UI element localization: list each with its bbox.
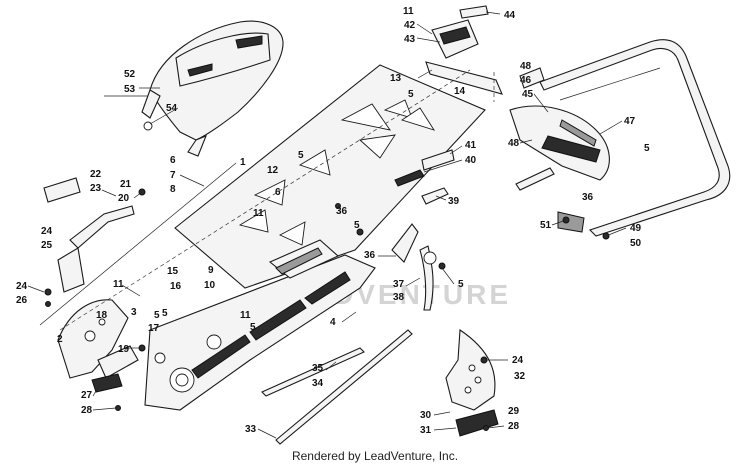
callout-40[interactable]: 40 [465,155,477,166]
callout-5d[interactable]: 5 [154,310,160,321]
tail-strap [515,167,555,191]
callout-27[interactable]: 27 [81,390,93,401]
callout-21[interactable]: 21 [120,179,132,190]
callout-29[interactable]: 29 [508,406,520,417]
callout-5a[interactable]: 5 [298,150,304,161]
callout-5g[interactable]: 5 [644,143,650,154]
callout-13[interactable]: 13 [390,73,402,84]
callout-5e[interactable]: 5 [250,322,256,333]
leader-lines [27,11,627,439]
callout-37[interactable]: 37 [393,279,405,290]
callout-38[interactable]: 38 [393,292,405,303]
callout-24c[interactable]: 24 [512,355,524,366]
tail-shroud [509,67,610,181]
callout-7[interactable]: 7 [170,170,176,181]
callout-labels: 1 2 3 4 5 5 5 5 5 5 5 5 6 6 7 8 9 10 11 … [16,6,650,436]
callout-19[interactable]: 19 [118,344,130,355]
callout-12[interactable]: 12 [267,165,279,176]
callout-9[interactable]: 9 [208,265,214,276]
callout-3[interactable]: 3 [131,307,137,318]
callout-20[interactable]: 20 [118,193,130,204]
callout-43[interactable]: 43 [404,34,416,45]
rear-foot-brace [391,223,437,311]
callout-47[interactable]: 47 [624,116,636,127]
callout-41[interactable]: 41 [465,140,477,151]
callout-8[interactable]: 8 [170,184,176,195]
callout-39[interactable]: 39 [448,196,460,207]
rear-bumper [539,39,731,237]
callout-17[interactable]: 17 [148,323,160,334]
callout-16[interactable]: 16 [170,281,182,292]
callout-5b[interactable]: 5 [408,89,414,100]
callout-1[interactable]: 1 [240,157,246,168]
footer-credit: Rendered by LeadVenture, Inc. [291,449,459,463]
callout-42[interactable]: 42 [404,20,416,31]
callout-22[interactable]: 22 [90,169,102,180]
running-board [268,239,339,279]
callout-46[interactable]: 46 [520,75,532,86]
callout-11d[interactable]: 11 [240,310,251,321]
callout-24b[interactable]: 24 [16,281,28,292]
callout-48b[interactable]: 48 [508,138,520,149]
callout-18[interactable]: 18 [96,310,108,321]
rear-grab-plate [425,61,503,102]
callout-24a[interactable]: 24 [41,226,53,237]
centerline-1 [39,162,237,326]
callout-2[interactable]: 2 [57,334,63,345]
callout-35[interactable]: 35 [312,363,324,374]
callout-50[interactable]: 50 [630,238,642,249]
tunnel-top [174,64,486,289]
rear-bracket-22 [43,177,81,203]
tail-light [557,211,585,233]
callout-6a[interactable]: 6 [170,155,176,166]
seat-assembly [104,20,284,157]
callout-15[interactable]: 15 [167,266,179,277]
callout-6b[interactable]: 6 [275,187,281,198]
front-brace [57,299,139,379]
callout-32[interactable]: 32 [514,371,526,382]
centerline-dash [59,69,471,331]
toe-block [91,373,123,393]
callout-30[interactable]: 30 [420,410,432,421]
callout-26[interactable]: 26 [16,295,28,306]
callout-5c[interactable]: 5 [354,220,360,231]
callout-33[interactable]: 33 [245,424,257,435]
fasteners [44,188,610,431]
callout-45[interactable]: 45 [522,89,534,100]
callout-23[interactable]: 23 [90,183,102,194]
callout-4[interactable]: 4 [330,317,336,328]
foot-plate [445,329,499,437]
callout-11c[interactable]: 11 [113,279,124,290]
callout-36a[interactable]: 36 [336,206,348,217]
callout-51[interactable]: 51 [540,220,552,231]
callout-25[interactable]: 25 [41,240,53,251]
callout-48a[interactable]: 48 [520,61,532,72]
slide-rails [261,329,413,445]
tail-bracket [431,5,489,59]
callout-5h[interactable]: 5 [162,308,168,319]
callout-49[interactable]: 49 [630,223,642,234]
callout-31[interactable]: 31 [420,425,432,436]
bracket-arm-25 [57,205,135,293]
callout-28a[interactable]: 28 [81,405,93,416]
callout-10[interactable]: 10 [204,280,216,291]
callout-36c[interactable]: 36 [582,192,594,203]
callout-53[interactable]: 53 [124,84,136,95]
callout-14[interactable]: 14 [454,86,466,97]
callout-36b[interactable]: 36 [364,250,376,261]
callout-44[interactable]: 44 [504,10,516,21]
snowflap [421,187,449,205]
callout-11-top[interactable]: 11 [403,6,414,17]
callout-34[interactable]: 34 [312,378,324,389]
callout-52[interactable]: 52 [124,69,136,80]
callout-28b[interactable]: 28 [508,421,520,432]
callout-11b[interactable]: 11 [253,208,264,219]
callout-5f[interactable]: 5 [458,279,464,290]
callout-54[interactable]: 54 [166,103,178,114]
tunnel-side-panel [144,254,376,411]
